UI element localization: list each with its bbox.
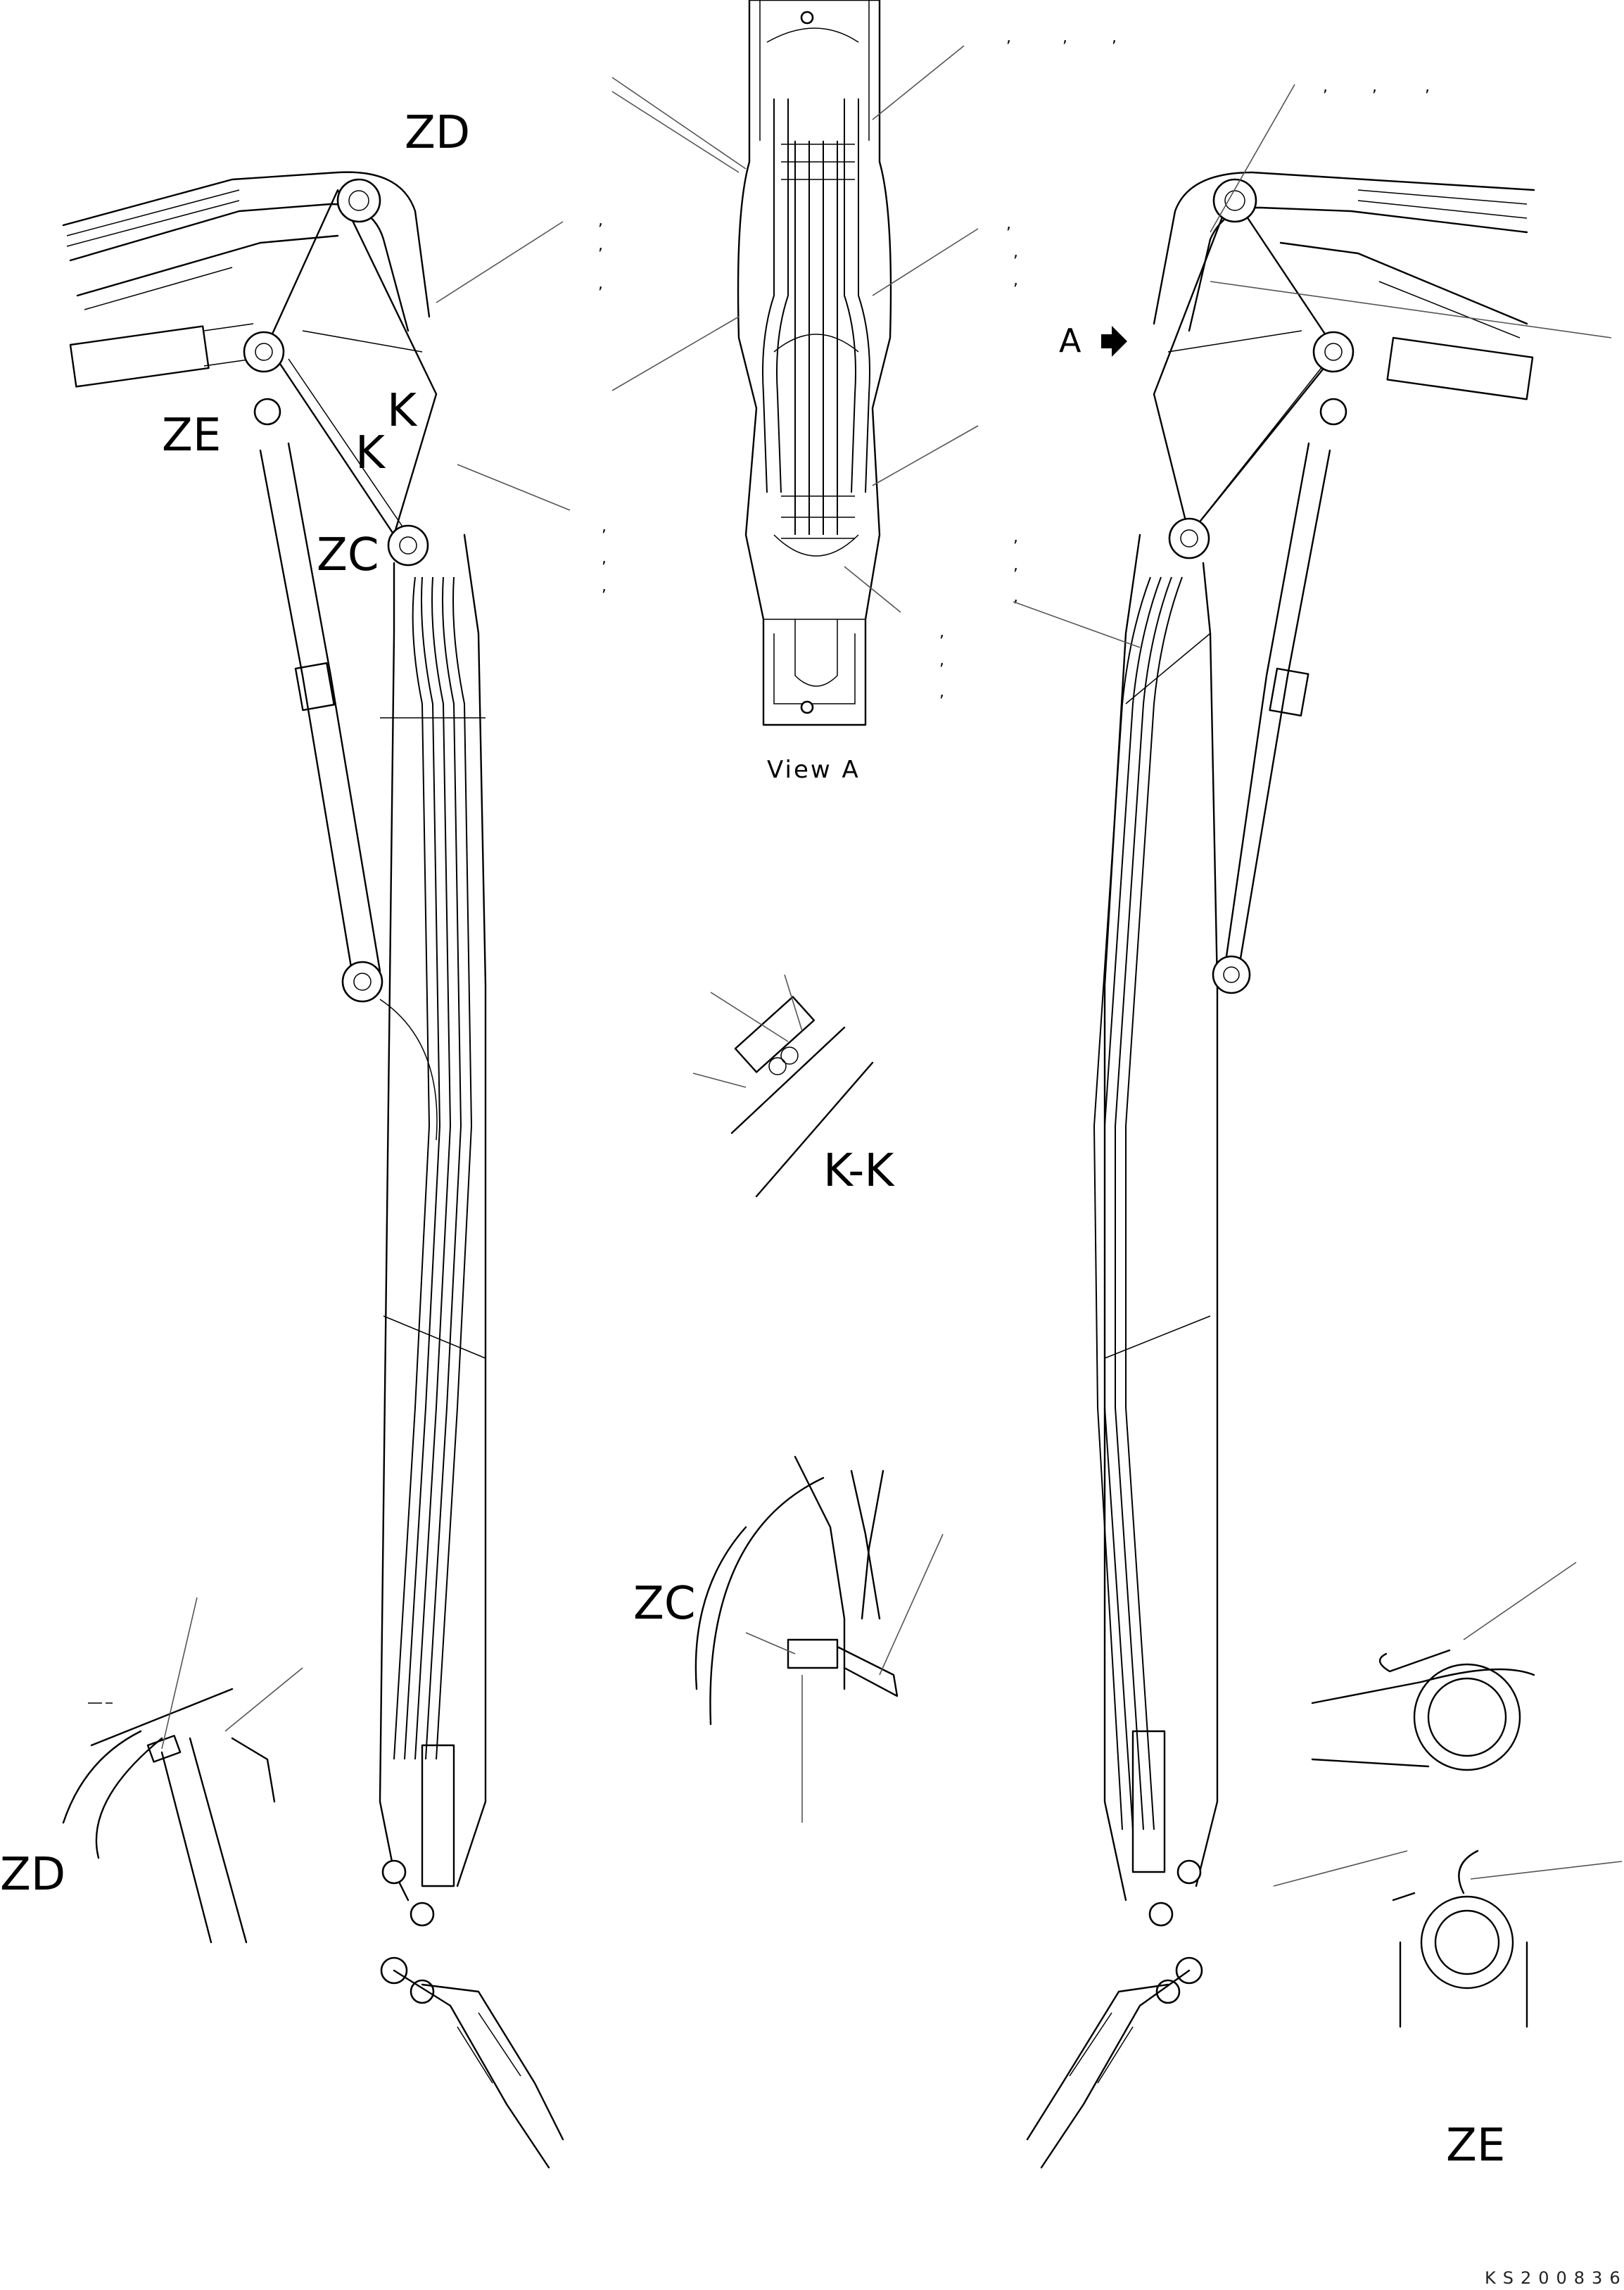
label-kk: K-K	[823, 1145, 895, 1197]
svg-text:,: ,	[1112, 29, 1117, 46]
detail-ze	[1273, 1562, 1623, 2028]
label-a: A	[1059, 322, 1081, 360]
svg-text:,: ,	[602, 550, 607, 567]
boom-joint-pin-right	[1168, 517, 1210, 559]
view-a-drawing	[737, 0, 892, 726]
boom-cylinder-pin-right	[1212, 955, 1251, 994]
svg-text:,: ,	[602, 518, 607, 536]
right-tick-marks: , , ,	[1323, 78, 1430, 96]
svg-text:,: ,	[1062, 29, 1067, 46]
view-a-title: View A	[767, 756, 861, 784]
label-zd-top: ZD	[405, 107, 470, 159]
svg-text:,: ,	[939, 624, 944, 641]
view-a-leaders	[611, 45, 979, 613]
view-a-arrow-icon	[1101, 326, 1127, 357]
label-zc-detail: ZC	[633, 1578, 696, 1630]
arm-pin	[336, 178, 381, 223]
label-ze-left: ZE	[162, 410, 221, 462]
svg-text:,: ,	[1425, 78, 1430, 96]
detail-zc	[694, 1455, 944, 1823]
svg-text:,: ,	[1013, 243, 1018, 261]
boom-top-pin	[243, 331, 285, 373]
boom-cylinder-pin	[341, 961, 383, 1003]
svg-text:,: ,	[939, 683, 944, 701]
detail-zd	[62, 1597, 303, 1944]
label-ze-detail: ZE	[1446, 2120, 1505, 2172]
labels: ZD ZE K K ZC View A A K-K ZC ZD ZE KS200…	[0, 107, 1624, 2288]
label-k2: K	[355, 427, 386, 479]
detail-kk	[692, 974, 874, 1198]
arm-pin-right	[1212, 178, 1257, 223]
svg-text:,: ,	[598, 275, 603, 293]
right-leader-lines	[1013, 84, 1612, 648]
svg-text:,: ,	[939, 652, 944, 669]
svg-text:,: ,	[598, 212, 603, 229]
svg-text:,: ,	[1013, 529, 1018, 546]
svg-text:,: ,	[602, 578, 607, 595]
view-a-tick-marks: , , , , , , , , , , , ,	[939, 29, 1117, 701]
svg-text:,: ,	[1006, 29, 1011, 46]
svg-text:,: ,	[1013, 272, 1018, 289]
left-leader-lines	[436, 91, 740, 511]
label-k1: K	[387, 385, 418, 437]
label-zd-detail: ZD	[0, 1849, 65, 1901]
left-tick-marks: , , , , , ,	[598, 212, 607, 595]
right-boom-assembly	[1026, 171, 1535, 2169]
drawing-code: KS200836	[1485, 2268, 1624, 2288]
svg-text:,: ,	[1323, 78, 1328, 96]
boom-top-pin-right	[1312, 331, 1355, 373]
svg-text:,: ,	[1006, 215, 1011, 233]
svg-text:,: ,	[1372, 78, 1377, 96]
label-zc-left: ZC	[317, 529, 379, 581]
svg-text:,: ,	[1013, 588, 1018, 606]
svg-text:,: ,	[598, 236, 603, 254]
left-boom-assembly	[62, 171, 564, 2169]
boom-joint-pin	[387, 524, 429, 567]
svg-text:,: ,	[1013, 557, 1018, 574]
